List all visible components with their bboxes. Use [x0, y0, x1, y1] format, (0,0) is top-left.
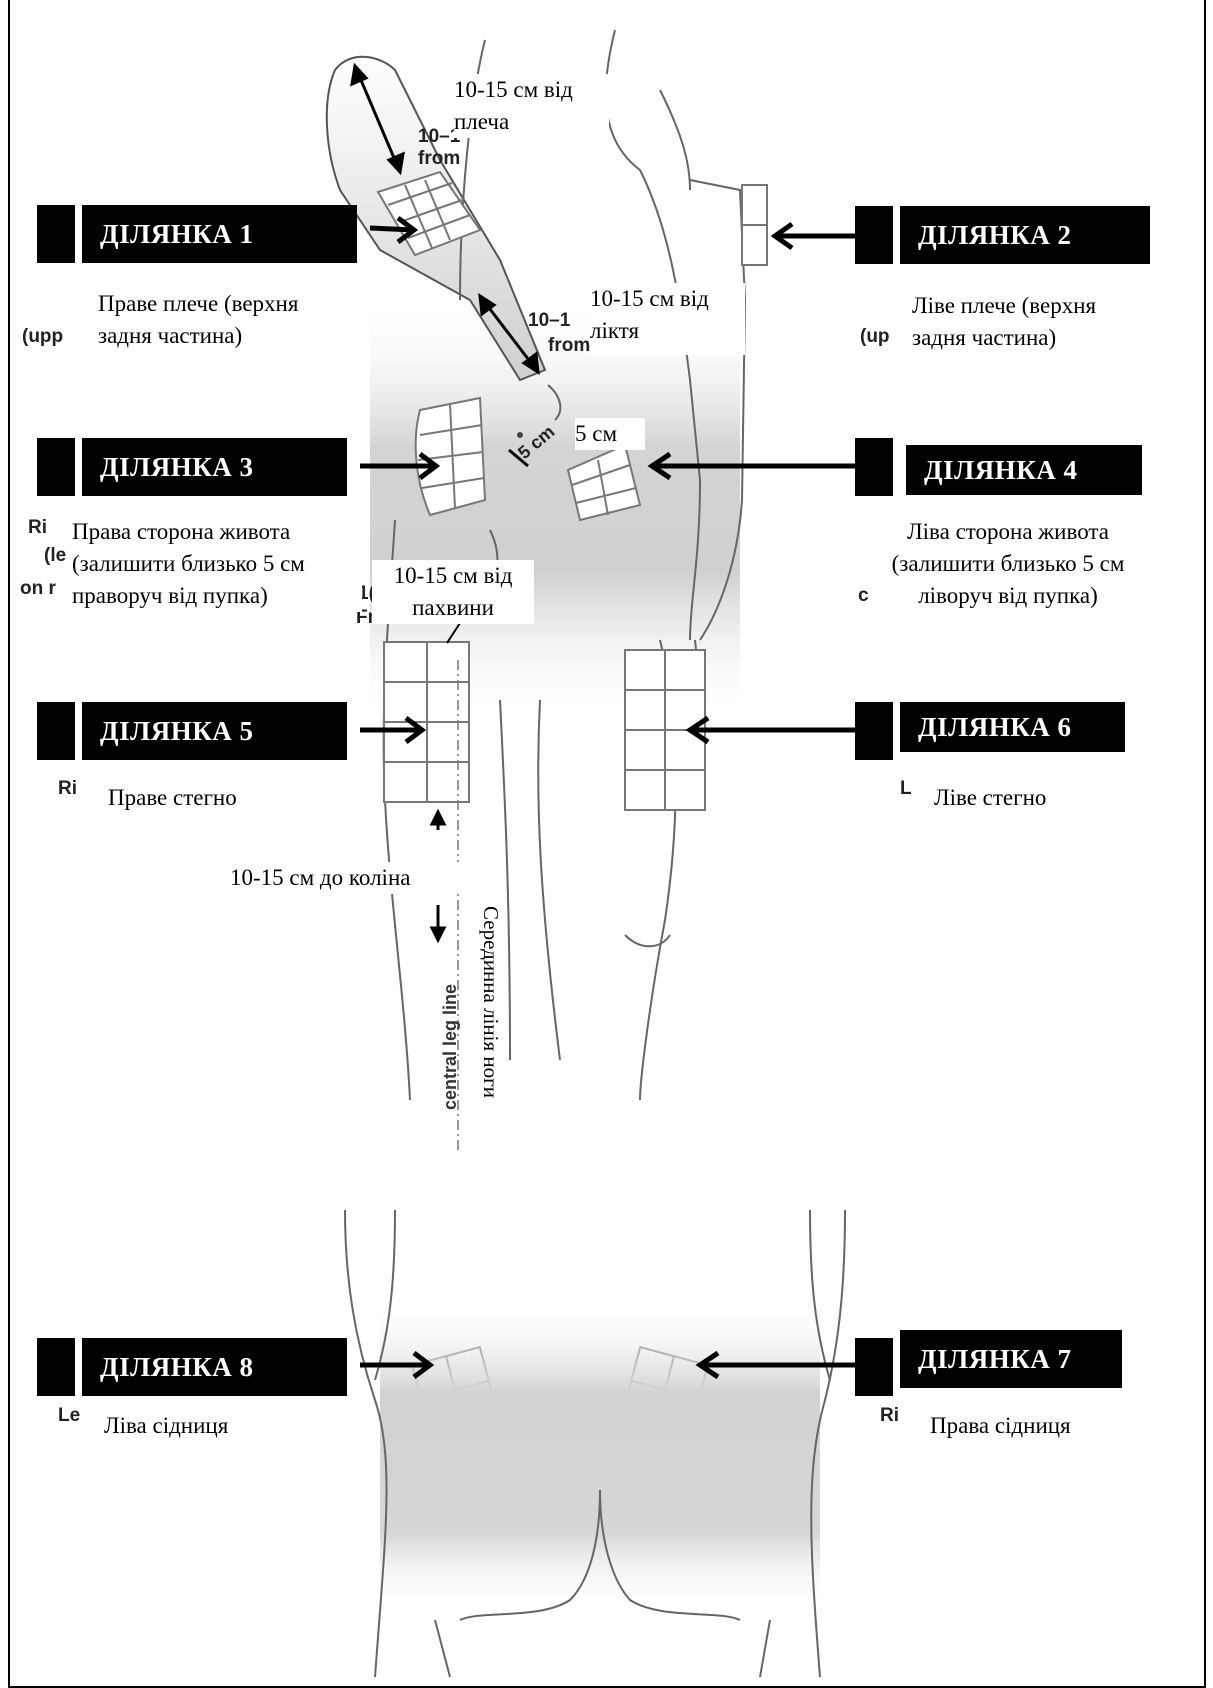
- ghost-text: Ri: [28, 517, 47, 539]
- zone3-label: Права сторона живота (залишити близько 5…: [72, 516, 362, 612]
- elbow-distance-label: 10-15 см від ліктя: [590, 283, 745, 355]
- ghost-text: c: [858, 585, 869, 607]
- groin-distance-label: 10-15 см від пахвини: [372, 560, 534, 624]
- zone6-label: Ліве стегно: [934, 782, 1134, 814]
- buttocks-shading: [380, 1300, 820, 1610]
- zone6-tab: [855, 702, 893, 760]
- grid-zone2: [742, 185, 767, 265]
- ghost-text: 10–1: [528, 310, 570, 332]
- zone5-label: Праве стегно: [108, 782, 328, 814]
- zone1-title: ДІЛЯНКА 1: [82, 205, 357, 263]
- ghost-text: Ri: [58, 778, 77, 800]
- knee-distance-label: 10-15 см до коліна: [230, 862, 480, 894]
- ghost-text: L: [900, 778, 912, 800]
- zone8-label: Ліва сідниця: [104, 1410, 359, 1480]
- zone3-tab: [37, 438, 75, 496]
- ghost-text: on r: [20, 578, 56, 600]
- ghost-text: (up: [860, 326, 890, 348]
- navel-distance-label: 5 см: [575, 418, 645, 450]
- zone4-title: ДІЛЯНКА 4: [906, 445, 1142, 495]
- zone1-label: Праве плече (верхня задня частина): [98, 288, 348, 352]
- central-line-label: Серединна лінія ноги: [477, 906, 505, 1081]
- zone2-title: ДІЛЯНКА 2: [900, 206, 1150, 264]
- zone8-title: ДІЛЯНКА 8: [82, 1338, 347, 1396]
- zone5-title: ДІЛЯНКА 5: [82, 702, 347, 760]
- zone1-tab: [37, 205, 75, 263]
- zone2-label: Ліве плече (верхня задня частина): [912, 290, 1117, 354]
- zone4-label: Ліва сторона живота (залишити близько 5 …: [888, 516, 1128, 612]
- zone2-tab: [855, 206, 893, 264]
- zone3-title: ДІЛЯНКА 3: [82, 438, 347, 496]
- zone8-tab: [37, 1338, 75, 1396]
- ghost-text: Le: [58, 1405, 80, 1427]
- zone5-tab: [37, 702, 75, 760]
- zone6-title: ДІЛЯНКА 6: [900, 702, 1125, 752]
- ghost-text: (le: [44, 545, 66, 567]
- zone7-tab: [855, 1338, 893, 1396]
- ghost-text: (upp: [22, 326, 63, 348]
- ghost-text: from: [548, 335, 590, 357]
- zone7-title: ДІЛЯНКА 7: [900, 1330, 1122, 1388]
- shoulder-distance-label: 10-15 см від плеча: [454, 74, 609, 138]
- zone4-tab: [855, 438, 893, 496]
- zone7-label: Права сідниця: [930, 1410, 1130, 1442]
- ghost-text: Ri: [880, 1405, 899, 1427]
- ghost-text: from: [418, 148, 460, 170]
- grid-zone5: [384, 642, 469, 802]
- central-leg-line-text: central leg line: [440, 984, 461, 1110]
